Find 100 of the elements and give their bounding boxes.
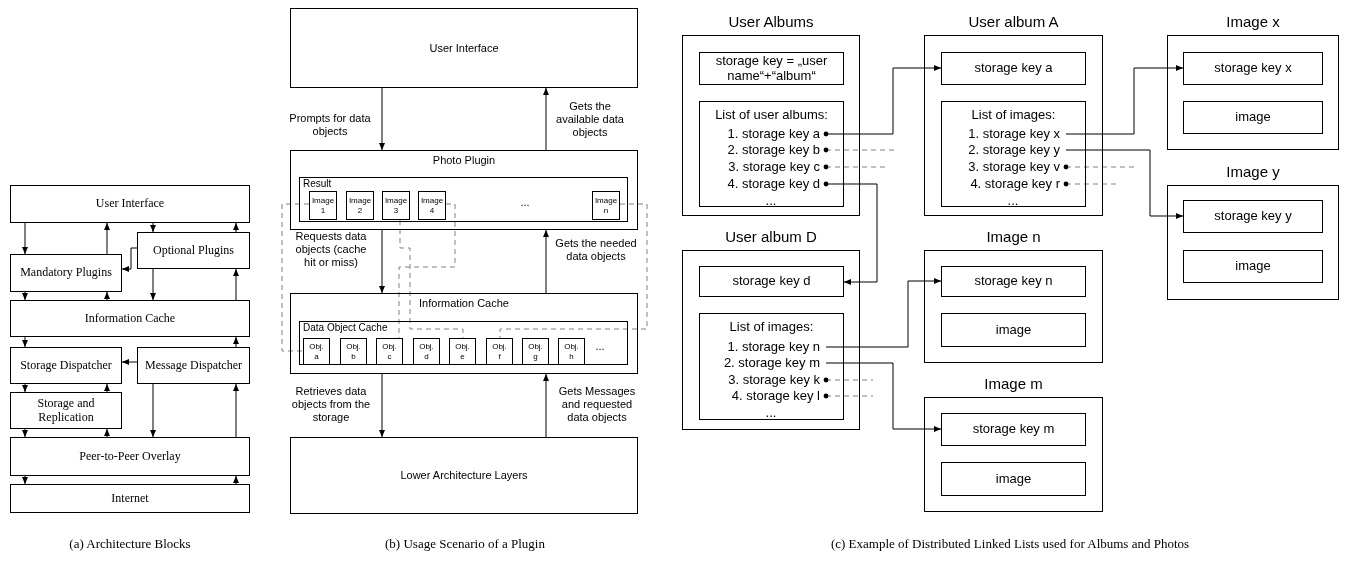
list-entry: 3. storage key v — [945, 159, 1066, 175]
arrow — [104, 222, 110, 255]
block-box: Mandatory Plugins — [10, 254, 122, 292]
list-entry: 1. storage key x — [945, 126, 1066, 142]
field-box: image — [1183, 101, 1323, 134]
arrow — [1065, 149, 1184, 219]
arrow — [379, 229, 385, 294]
arrow — [233, 383, 239, 438]
layer-box: Lower Architecture Layers — [290, 437, 638, 514]
field-box: image — [1183, 250, 1323, 283]
ellipsis-text: ... — [595, 340, 605, 352]
list-heading: List of images: — [970, 107, 1057, 122]
figure-caption: (a) Architecture Blocks — [69, 536, 191, 552]
arrow — [1065, 65, 1184, 135]
arrow — [22, 475, 28, 485]
group-box — [299, 177, 628, 222]
list-entry: 3. storage key c — [705, 159, 826, 175]
field-box: storage key y — [1183, 200, 1323, 233]
field-box: storage key d — [699, 266, 844, 297]
list-box — [699, 313, 844, 420]
arrow — [233, 268, 239, 301]
block-box: Storage Dispatcher — [10, 347, 122, 384]
list-box — [699, 101, 844, 207]
box-title: Photo Plugin — [431, 154, 497, 166]
field-box: storage key m — [941, 413, 1086, 446]
field-box: image — [941, 462, 1086, 496]
field-box: storage key a — [941, 52, 1086, 85]
field-box: storage key = „user name“+“album“ — [699, 52, 844, 85]
record-heading: User album A — [967, 13, 1060, 30]
item-tile: Image 1 — [309, 191, 337, 220]
list-entry: 2. storage key b — [705, 142, 826, 158]
field-box: storage key n — [941, 266, 1086, 297]
item-tile: Obj. c — [376, 338, 403, 365]
block-box: Optional Plugins — [137, 232, 250, 269]
ellipsis-text: ... — [765, 405, 777, 420]
arrow — [104, 383, 110, 393]
record-heading: Image y — [1225, 163, 1281, 180]
ellipsis-text: ... — [1007, 193, 1019, 208]
item-tile: Obj. e — [449, 338, 476, 365]
list-entry: 4. storage key l — [705, 388, 826, 404]
arrow — [121, 359, 138, 365]
arrow — [825, 278, 942, 348]
arrow — [543, 373, 549, 438]
field-box: storage key x — [1183, 52, 1323, 85]
item-tile: Obj. f — [486, 338, 513, 365]
arrow — [543, 229, 549, 294]
group-box — [299, 321, 628, 365]
list-entry: 4. storage key d — [705, 176, 826, 192]
list-entry: 2. storage key y — [945, 142, 1066, 158]
field-box: image — [941, 313, 1086, 347]
ellipsis-text: ... — [520, 196, 530, 208]
record-heading: Image m — [983, 375, 1044, 392]
block-box: Internet — [10, 484, 250, 513]
arrow — [150, 268, 156, 301]
arrow — [543, 87, 549, 151]
arrow — [22, 291, 28, 301]
dashed-connector — [398, 203, 456, 339]
dashed-connector — [281, 203, 310, 352]
arrow — [825, 362, 942, 432]
dashed-connector — [499, 203, 648, 339]
item-tile: Image 3 — [382, 191, 410, 220]
record-heading: Image n — [985, 228, 1042, 245]
dashed-connector — [399, 219, 464, 339]
block-box: Peer-to-Peer Overlay — [10, 437, 250, 476]
container-box — [290, 150, 638, 230]
record-heading: User Albums — [727, 13, 815, 30]
item-tile: Obj. a — [303, 338, 330, 365]
box-title: Result — [303, 178, 332, 189]
arrow — [233, 336, 239, 348]
list-entry: 3. storage key k — [705, 372, 826, 388]
arrow — [121, 247, 138, 272]
arrow — [150, 383, 156, 438]
arrow — [22, 383, 28, 393]
arrow — [823, 65, 942, 137]
figure-caption: (c) Example of Distributed Linked Lists used for Albums and Photos — [830, 536, 1190, 552]
list-box — [941, 101, 1086, 207]
item-tile: Obj. h — [558, 338, 585, 365]
list-heading: List of user albums: — [714, 107, 829, 122]
item-tile: Obj. d — [413, 338, 440, 365]
edge-label: Prompts for data objects — [288, 111, 372, 139]
list-heading: List of images: — [728, 319, 815, 334]
arrow — [233, 222, 239, 233]
arrow — [379, 373, 385, 438]
container-box — [290, 293, 638, 374]
arrow — [22, 222, 28, 255]
item-tile: Image 4 — [418, 191, 446, 220]
list-entry: 1. storage key a — [705, 126, 826, 142]
list-entry: 4. storage key r — [945, 176, 1066, 192]
arrow — [22, 428, 28, 438]
item-tile: Obj. g — [522, 338, 549, 365]
block-box: Information Cache — [10, 300, 250, 337]
list-entry: 2. storage key m — [705, 355, 826, 371]
edge-label: Retrieves data objects from the storage — [289, 385, 373, 425]
edge-label: Gets the needed data objects — [554, 236, 638, 264]
arrow — [150, 222, 156, 233]
ellipsis-text: ... — [765, 193, 777, 208]
item-tile: Obj. b — [340, 338, 367, 365]
block-box: Message Dispatcher — [137, 347, 250, 384]
item-tile: Image 2 — [346, 191, 374, 220]
arrow — [104, 291, 110, 301]
